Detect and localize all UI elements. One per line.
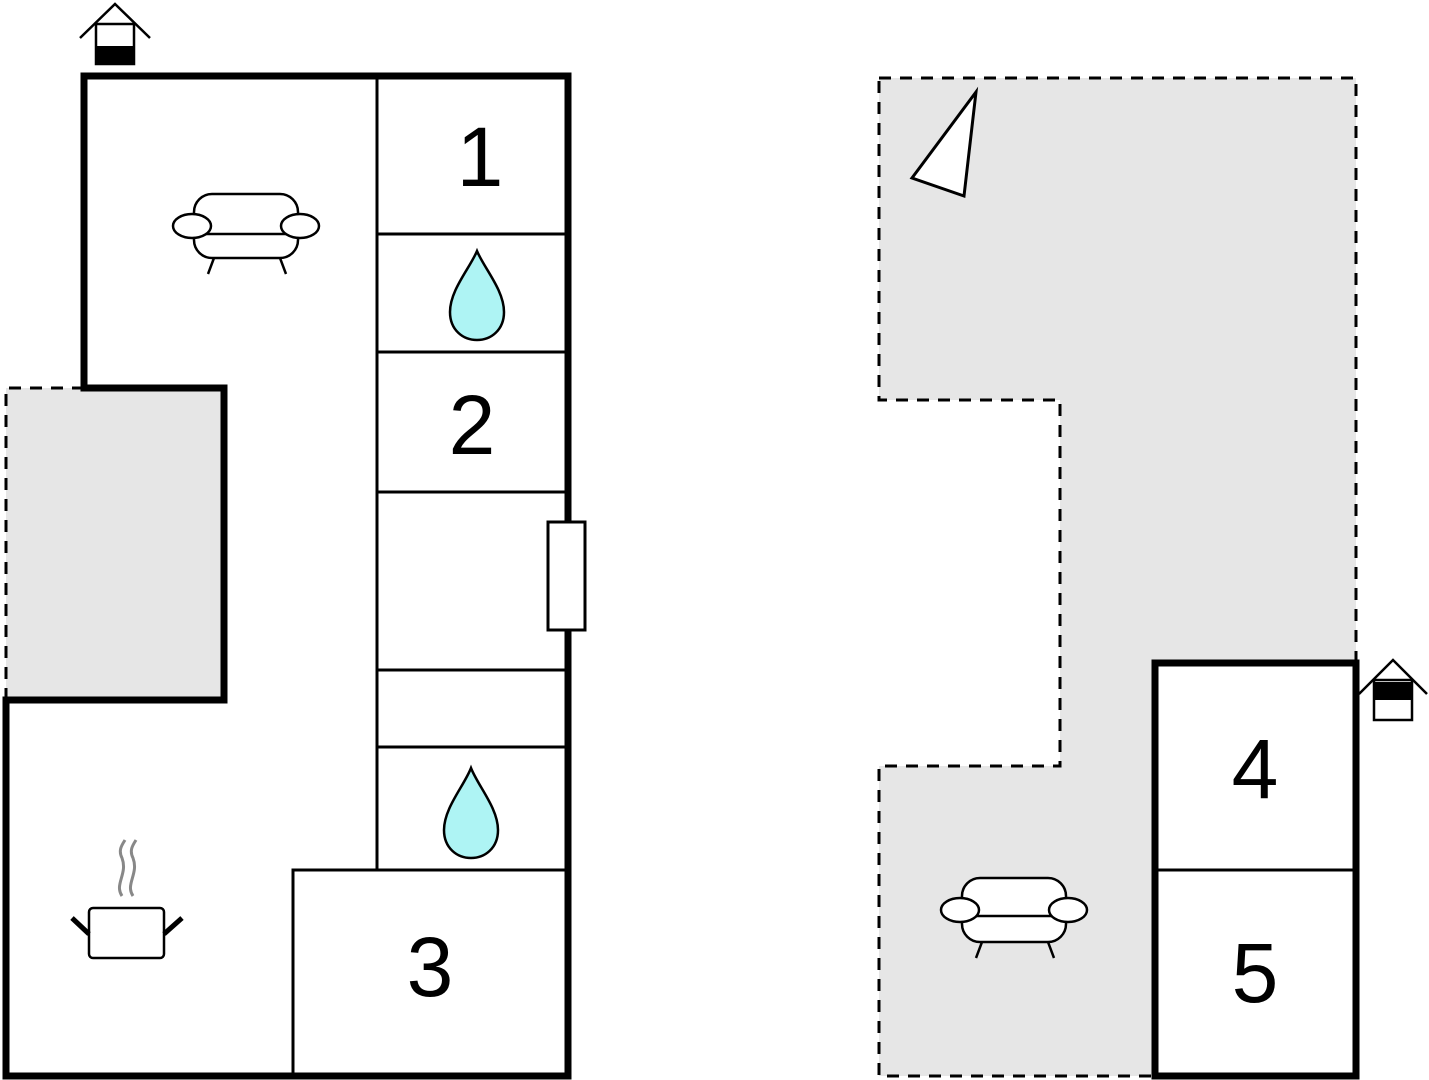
room-4-label: 4 <box>1232 722 1279 816</box>
terrace-triangle-icon <box>909 86 979 199</box>
water-drop-icon <box>448 247 506 342</box>
water-drop-icon <box>442 764 500 860</box>
sofa-icon <box>171 192 321 275</box>
room-3-label: 3 <box>407 920 454 1014</box>
room3-wall <box>291 868 566 1074</box>
room-2-label: 2 <box>449 378 496 472</box>
house-entrance-icon <box>79 2 151 66</box>
cooking-pot-icon <box>70 839 184 960</box>
room-1-label: 1 <box>457 110 504 204</box>
house-entrance-icon <box>1358 658 1428 722</box>
left-floor-outline <box>2 72 572 1080</box>
sofa-icon <box>939 876 1089 959</box>
room-5-label: 5 <box>1232 926 1279 1020</box>
terrace-left-fill <box>8 390 222 698</box>
door-element <box>546 520 587 632</box>
